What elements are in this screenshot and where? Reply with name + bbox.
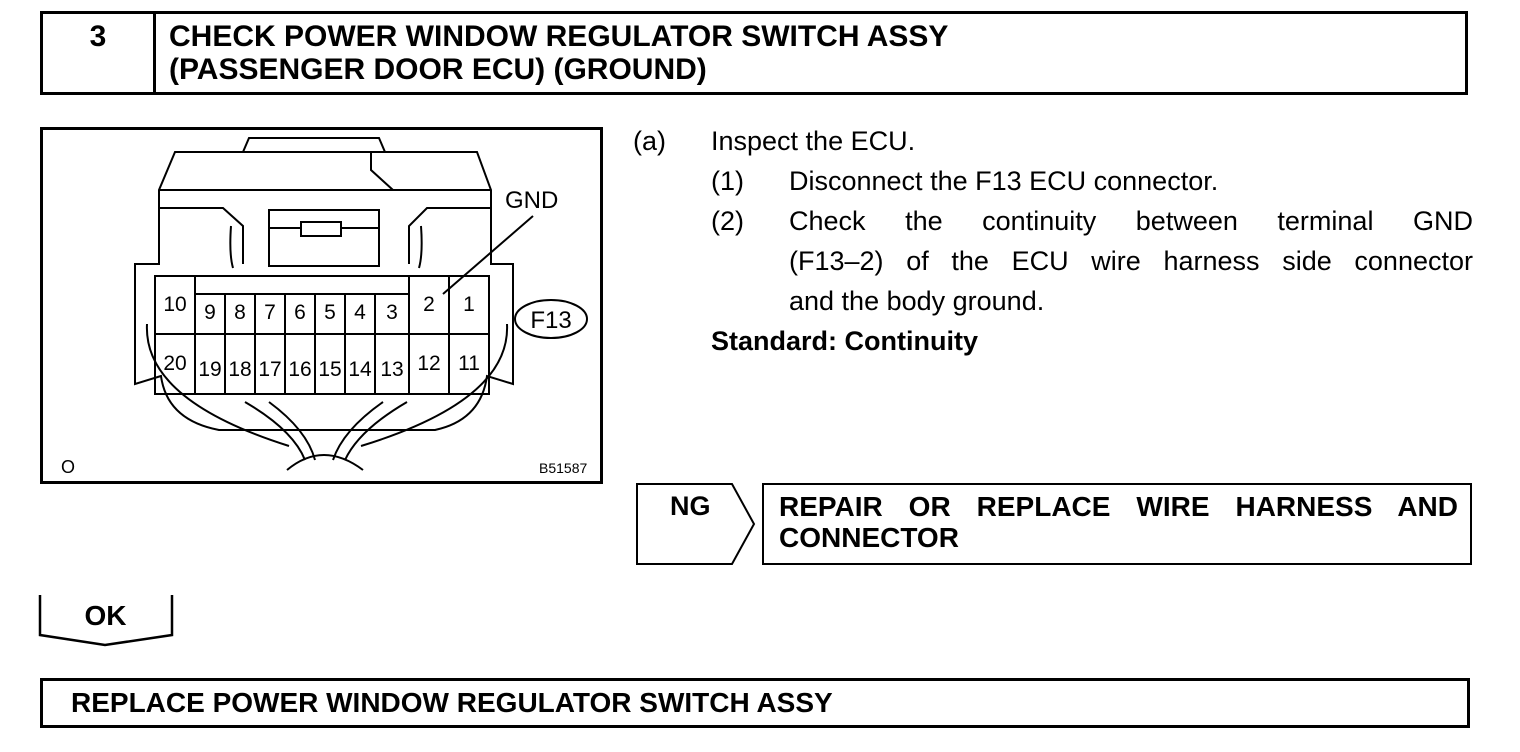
ng-indicator: NG [636,483,756,565]
terminal-5: 5 [324,301,336,324]
terminal-1: 1 [463,293,475,316]
final-action-box: REPLACE POWER WINDOW REGULATOR SWITCH AS… [40,678,1470,728]
ok-indicator: OK [38,594,178,648]
terminal-12: 12 [417,352,440,375]
terminal-17: 17 [258,358,281,381]
standard-text: Standard: Continuity [711,326,978,356]
figure-code: B51587 [539,460,587,476]
ok-arrow-shape [38,595,174,647]
terminal-19: 19 [198,358,221,381]
terminal-18: 18 [228,358,251,381]
instruction-step2-line3: and the body ground. [789,286,1045,316]
instruction-step2-marker: (2) [711,206,744,236]
corner-mark: O [61,457,75,477]
terminal-4: 4 [354,301,366,324]
step-title-line2: (PASSENGER DOOR ECU) (GROUND) [169,53,707,86]
ng-action-line1: REPAIR OR REPLACE WIRE HARNESS AND [779,491,1458,522]
terminal-14: 14 [348,358,372,381]
terminal-6: 6 [294,301,306,324]
terminal-15: 15 [318,358,341,381]
terminal-16: 16 [288,358,311,381]
terminal-11: 11 [458,352,480,375]
ng-action-box: REPAIR OR REPLACE WIRE HARNESS AND CONNE… [762,483,1472,565]
step-title: CHECK POWER WINDOW REGULATOR SWITCH ASSY… [169,20,948,86]
ng-label: NG [670,491,711,521]
connector-code-label: F13 [530,307,571,334]
ng-action-text: REPAIR OR REPLACE WIRE HARNESS AND CONNE… [779,491,1458,553]
terminal-8: 8 [234,301,246,324]
instruction-step1-text: Disconnect the F13 ECU connector. [789,166,1219,196]
connector-figure: 10 9 8 7 6 5 4 3 2 1 20 19 18 17 16 15 1… [40,127,603,484]
instruction-a-text: Inspect the ECU. [711,126,916,156]
header-divider [153,14,156,92]
terminal-9: 9 [204,301,216,324]
terminal-7: 7 [264,301,276,324]
terminal-2: 2 [423,293,435,316]
final-action-text: REPLACE POWER WINDOW REGULATOR SWITCH AS… [71,687,833,718]
instruction-step2-line2: (F13–2) of the ECU wire harness side con… [789,246,1473,276]
step-header: 3 CHECK POWER WINDOW REGULATOR SWITCH AS… [40,11,1468,95]
instruction-step1-marker: (1) [711,166,744,196]
terminal-20: 20 [163,352,186,375]
connector-diagram: 10 9 8 7 6 5 4 3 2 1 20 19 18 17 16 15 1… [61,137,588,477]
terminal-13: 13 [380,358,403,381]
instruction-step2-line1: Check the continuity between terminal GN… [789,206,1473,236]
ng-action-line2: CONNECTOR [779,522,959,553]
gnd-label: GND [505,187,558,214]
instruction-a-marker: (a) [633,126,666,156]
step-title-line1: CHECK POWER WINDOW REGULATOR SWITCH ASSY [169,20,949,53]
step-number: 3 [89,20,107,53]
ng-arrow-shape [636,483,756,565]
terminal-10: 10 [163,293,186,316]
terminal-3: 3 [386,301,398,324]
ok-label: OK [84,600,127,631]
